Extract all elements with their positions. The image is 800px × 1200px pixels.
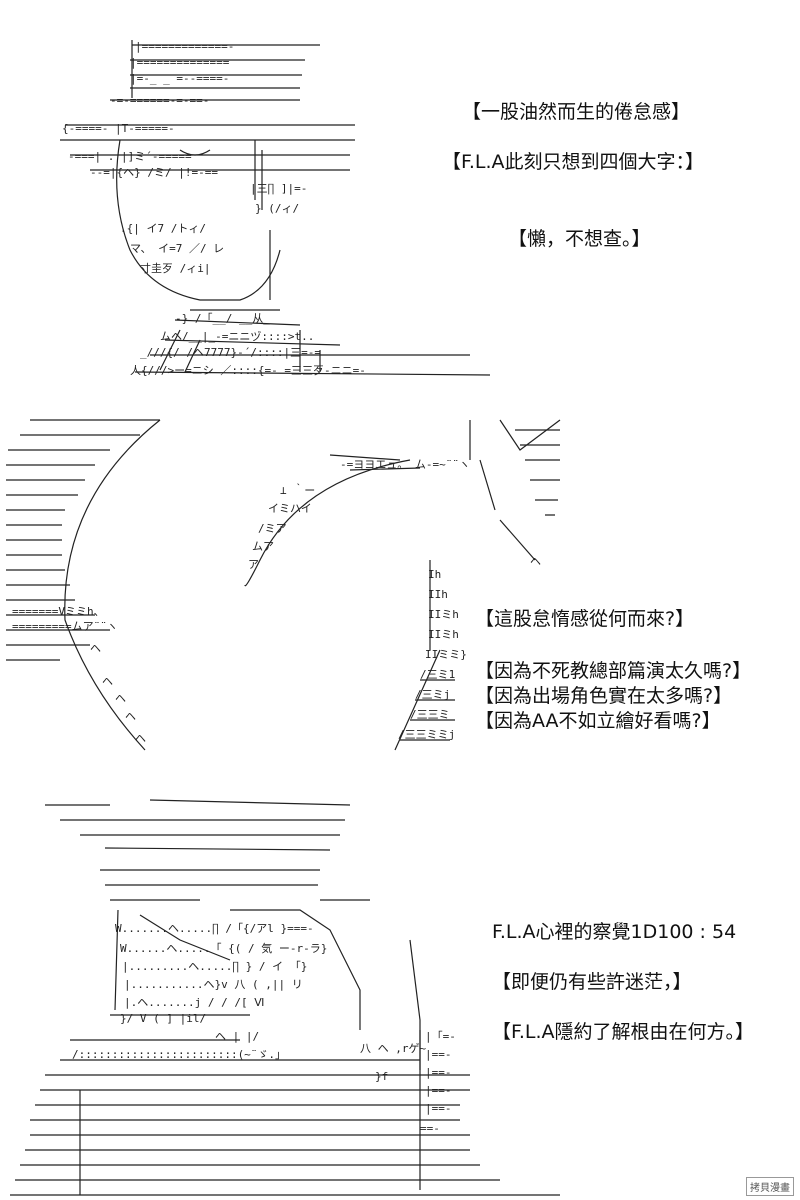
- svg-text:IIミh: IIミh: [428, 628, 459, 641]
- svg-text:=======Vミミh、: =======Vミミh、: [12, 605, 105, 618]
- svg-text:|「=-: |「=-: [425, 1030, 456, 1043]
- panel-1: |=============- |============== |=-_ _ =…: [0, 0, 800, 390]
- svg-text:IIh: IIh: [428, 588, 448, 601]
- caption-line-4: 【這股怠惰感從何而來?】: [475, 608, 695, 630]
- svg-text:|==-: |==-: [425, 1084, 452, 1097]
- ascii-art-hat-figure: |=============- |============== |=-_ _ =…: [60, 40, 491, 377]
- svg-text:/三三ミ: /三三ミ: [410, 708, 450, 721]
- svg-text:/::::::::::::::::::::::::(~¨ゞ.: /::::::::::::::::::::::::(~¨ゞ.」: [72, 1048, 286, 1061]
- svg-text:⊥ ｀ー: ⊥ ｀ー: [280, 482, 315, 497]
- svg-text:ヘ | |/: ヘ | |/: [215, 1030, 259, 1043]
- caption-line-10: 【F.L.A隱約了解根由在何方。】: [492, 1021, 755, 1043]
- svg-text:寸圭歹 /ィi|: 寸圭歹 /ィi|: [140, 261, 211, 275]
- svg-text:IIミh: IIミh: [428, 608, 459, 621]
- svg-text:==-: ==-: [420, 1122, 440, 1135]
- svg-text:}f: }f: [375, 1070, 388, 1083]
- svg-text:-} /「__/ __从_: -} /「__/ __从_: [175, 312, 270, 325]
- svg-text:/ミア: /ミア: [258, 522, 287, 535]
- svg-text:ヘ: ヘ: [135, 732, 146, 745]
- svg-text:|==-: |==-: [425, 1066, 452, 1079]
- svg-text:_///{/ /ヘ7777}-´/::::|三=-=: _///{/ /ヘ7777}-´/::::|三=-=: [140, 346, 321, 359]
- panel-2: =======Vミミh、 =========ムア¨¨ヽ ヘ ヘ ヘ ヘ ヘ -=…: [0, 400, 800, 780]
- caption-line-2: 【F.L.A此刻只想到四個大字：】: [442, 151, 705, 173]
- svg-text:|...........ヘ}v 八 ( ,|| リ: |...........ヘ}v 八 ( ,|| リ: [124, 978, 303, 991]
- svg-text:=========ムア¨¨ヽ: =========ムア¨¨ヽ: [12, 620, 118, 633]
- svg-text:}/ V ( ] |il/: }/ V ( ] |il/: [120, 1012, 206, 1025]
- svg-text:|==-: |==-: [425, 1102, 452, 1115]
- caption-line-5: 【因為不死教總部篇演太久嗎?】: [475, 660, 752, 682]
- ascii-art-figure-at-table: W.......ヘ.....∏ /「{/アl }===- W......ヘ...…: [10, 799, 560, 1196]
- svg-text:ヘ: ヘ: [125, 710, 136, 723]
- svg-text:W......ヘ.....「 {( / 気 ー‐r‐ラ: W......ヘ.....「 {( / 気 ー‐r‐ラ}: [120, 941, 327, 955]
- svg-text:|.........ヘ.....∏ } / イ 「: |.........ヘ.....∏ } / イ 「}: [122, 960, 307, 973]
- svg-text:ヘ: ヘ: [90, 642, 101, 655]
- caption-line-7: 【因為AA不如立繪好看嗎?】: [475, 710, 721, 732]
- svg-text:ヘ: ヘ: [102, 675, 113, 688]
- caption-line-8: F.L.A心裡的察覺1D100 : 54: [492, 921, 737, 943]
- svg-text:八 ヘ ,rゲ~: 八 ヘ ,rゲ~: [360, 1042, 426, 1055]
- svg-text:-=ヨヨエュ。 ム-=~¨¨ヽ: -=ヨヨエュ。 ム-=~¨¨ヽ: [340, 458, 470, 471]
- svg-text:|=-_ _ =--====-: |=-_ _ =--====-: [130, 72, 229, 85]
- svg-text:ムヘ/__|_-=ニニヅ::::>t..: ムヘ/__|_-=ニニヅ::::>t..: [160, 330, 314, 343]
- svg-text:ムア: ムア: [252, 540, 274, 553]
- svg-text:.{| イ7 /トィ/: .{| イ7 /トィ/: [120, 222, 206, 235]
- panel-3: W.......ヘ.....∏ /「{/アl }===- W......ヘ...…: [0, 790, 800, 1200]
- svg-text:|=============-: |=============-: [135, 40, 234, 53]
- caption-line-9: 【即便仍有些許迷茫，】: [492, 971, 692, 993]
- watermark-label: 拷貝漫畫: [746, 1177, 794, 1196]
- ascii-art-abstract-shapes: =======Vミミh、 =========ムア¨¨ヽ ヘ ヘ ヘ ヘ ヘ -=…: [6, 419, 561, 751]
- svg-text:{-====- |T-=====-: {-====- |T-=====-: [62, 122, 175, 135]
- svg-text:W.......ヘ.....∏ /「{/アl }==: W.......ヘ.....∏ /「{/アl }===-: [115, 922, 314, 935]
- caption-line-1: 【一股油然而生的倦怠感】: [462, 101, 691, 123]
- caption-line-3: 【懶，不想查。】: [508, 228, 651, 250]
- svg-text:ヘ: ヘ: [530, 555, 541, 568]
- svg-text:Ih: Ih: [428, 568, 441, 581]
- svg-text:|三∏ ]|=-: |三∏ ]|=-: [250, 182, 307, 195]
- caption-line-6: 【因為出場角色實在太多嗎?】: [475, 685, 733, 707]
- svg-text:IIミミ}: IIミミ}: [425, 648, 467, 661]
- svg-text:--=|{ヘ} /ミ/ |!=-==: --=|{ヘ} /ミ/ |!=-==: [90, 166, 218, 179]
- svg-text:/三ミ1: /三ミ1: [420, 668, 455, 681]
- svg-text:-=-======-=-==-: -=-======-=-==-: [110, 94, 209, 107]
- svg-text:人{///>ー=ニシ ／::::{=- =三三歹-ニニ=-: 人{///>ー=ニシ ／::::{=- =三三歹-ニニ=-: [130, 364, 366, 377]
- svg-text:-===| . |]ミ´-=====: -===| . |]ミ´-=====: [68, 150, 192, 163]
- svg-text:マ、 イ=7 ／/ レ: マ、 イ=7 ／/ レ: [130, 242, 224, 255]
- svg-text:} (/ィ/: } (/ィ/: [255, 202, 299, 215]
- svg-text:|==============: |==============: [130, 56, 230, 69]
- svg-text:ア: ア: [248, 558, 259, 571]
- svg-text:|==-: |==-: [425, 1048, 452, 1061]
- svg-text:|.ヘ.......j / / /[ Ⅵ: |.ヘ.......j / / /[ Ⅵ: [124, 996, 264, 1009]
- svg-text:ヘ: ヘ: [115, 692, 126, 705]
- svg-text:/三ミj: /三ミj: [415, 688, 450, 701]
- svg-text:イミハイ: イミハイ: [268, 502, 312, 515]
- svg-text:/三三ミミj: /三三ミミj: [398, 728, 455, 741]
